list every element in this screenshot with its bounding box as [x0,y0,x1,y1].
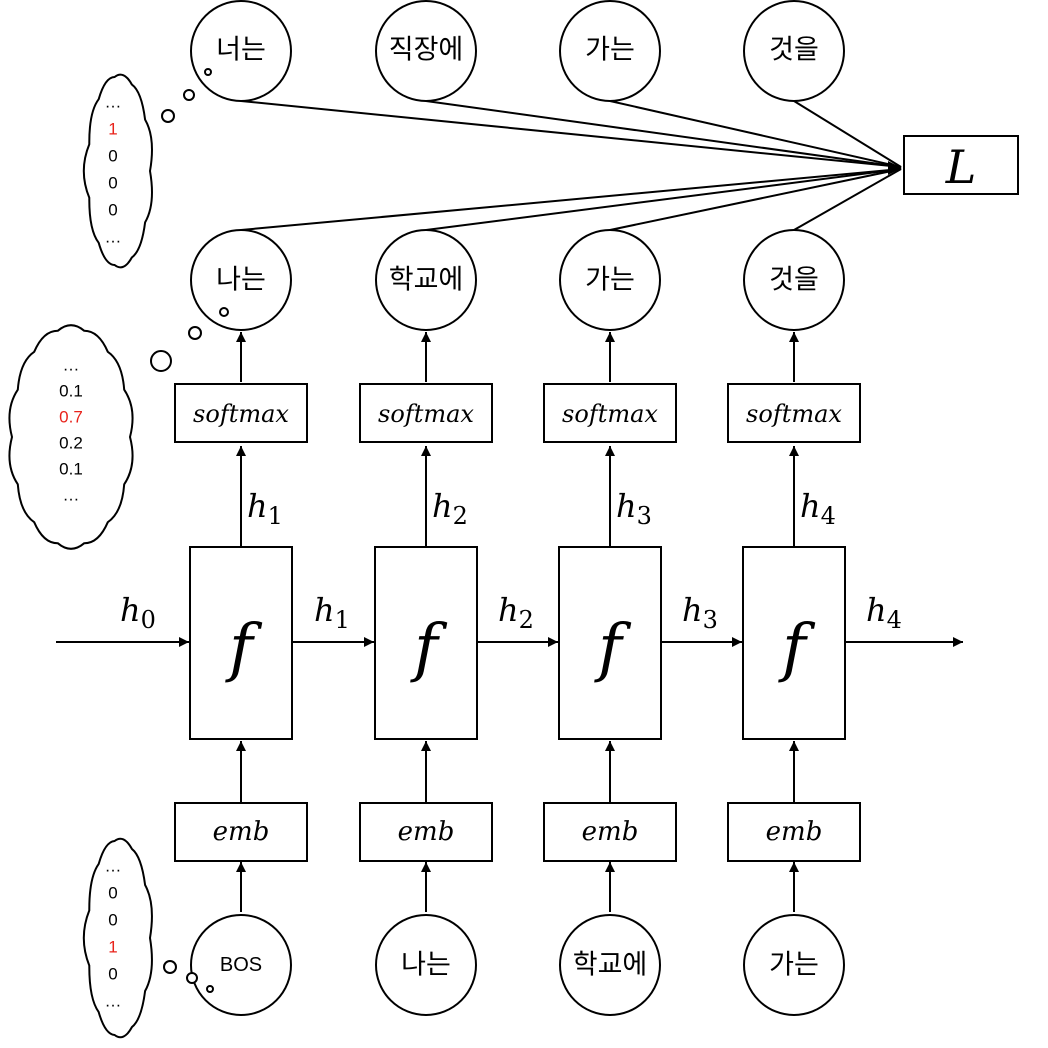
hidden-state-label: h4 [866,591,902,634]
output-token-node [743,229,845,331]
softmax-label: softmax [562,400,658,428]
softmax-label: softmax [378,400,474,428]
hidden-state-label: h0 [120,591,156,634]
output-to-loss-line [609,168,902,231]
thought-bubble-dot [204,68,212,76]
input-token-node [743,914,845,1016]
target-onehot-cloud [82,73,153,269]
input-onehot-value: 0 [108,911,117,930]
softmax-prob-value: 0.1 [59,382,83,401]
rnn-cell-box [558,546,662,740]
softmax-prob-value: … [63,356,80,375]
output-to-loss-line [425,168,902,231]
loss-arrowhead [888,161,902,175]
input-token-label: 가는 [769,950,819,981]
input-token-node [190,914,292,1016]
target-onehot-value: 1 [108,120,117,139]
softmax-prob-value: … [63,486,80,505]
softmax-label: softmax [193,400,289,428]
output-token-node [559,229,661,331]
rnn-cell-box [742,546,846,740]
target-onehot-value: … [105,228,122,247]
output-token-label: 가는 [585,265,635,296]
target-token-label: 직장에 [389,35,464,66]
target-token-node [743,0,845,102]
loss-label: L [945,140,977,194]
target-to-loss-line [425,100,902,168]
target-token-node [375,0,477,102]
thought-bubble-dot [161,109,175,123]
softmax-label: softmax [746,400,842,428]
target-to-loss-line [609,100,902,168]
target-onehot-value: 0 [108,201,117,220]
thought-bubble-dot [163,960,177,974]
target-to-loss-line [240,100,902,168]
thought-bubble-dot [206,985,214,993]
softmax-prob-value: 0.2 [59,434,83,453]
softmax-prob-cloud [8,324,134,550]
target-onehot-value: 0 [108,174,117,193]
thought-bubble-dot [183,89,195,101]
hidden-state-label: h3 [682,591,718,634]
output-token-label: 것을 [769,265,819,296]
input-onehot-value: 1 [108,938,117,957]
softmax-box [359,383,493,443]
output-hidden-label: h4 [800,487,836,530]
output-token-node [375,229,477,331]
rnn-cell-box [189,546,293,740]
target-onehot-value: 0 [108,147,117,166]
emb-label: emb [213,817,270,847]
hidden-state-label: h1 [314,591,350,634]
target-token-label: 것을 [769,35,819,66]
softmax-prob-value: 0.7 [59,408,83,427]
emb-label: emb [398,817,455,847]
input-onehot-value: 0 [108,884,117,903]
input-onehot-value: … [105,992,122,1011]
output-hidden-label: h3 [616,487,652,530]
thought-bubble-dot [219,307,229,317]
emb-box [727,802,861,862]
thought-bubble-dot [186,972,198,984]
output-token-label: 나는 [216,265,266,296]
softmax-box [174,383,308,443]
emb-box [359,802,493,862]
input-token-node [375,914,477,1016]
target-token-node [559,0,661,102]
output-token-node [190,229,292,331]
thought-bubble-dot [188,326,202,340]
input-token-node [559,914,661,1016]
input-token-label: BOS [220,954,262,976]
target-to-loss-line [793,100,902,168]
emb-box [174,802,308,862]
softmax-prob-value: 0.1 [59,460,83,479]
emb-box [543,802,677,862]
target-onehot-value: … [105,93,122,112]
target-token-node [190,0,292,102]
hidden-state-label: h2 [498,591,534,634]
emb-label: emb [582,817,639,847]
emb-label: emb [766,817,823,847]
input-onehot-value: … [105,857,122,876]
target-token-label: 가는 [585,35,635,66]
output-to-loss-line [240,168,902,231]
output-to-loss-line [793,168,902,231]
target-token-label: 너는 [216,35,266,66]
loss-box [903,135,1019,195]
softmax-box [727,383,861,443]
input-token-label: 나는 [401,950,451,981]
output-hidden-label: h1 [247,487,283,530]
output-hidden-label: h2 [432,487,468,530]
output-token-label: 학교에 [389,265,464,296]
input-onehot-value: 0 [108,965,117,984]
rnn-cell-box [374,546,478,740]
input-onehot-cloud [82,837,153,1039]
thought-bubble-dot [150,350,172,372]
input-token-label: 학교에 [573,950,648,981]
softmax-box [543,383,677,443]
